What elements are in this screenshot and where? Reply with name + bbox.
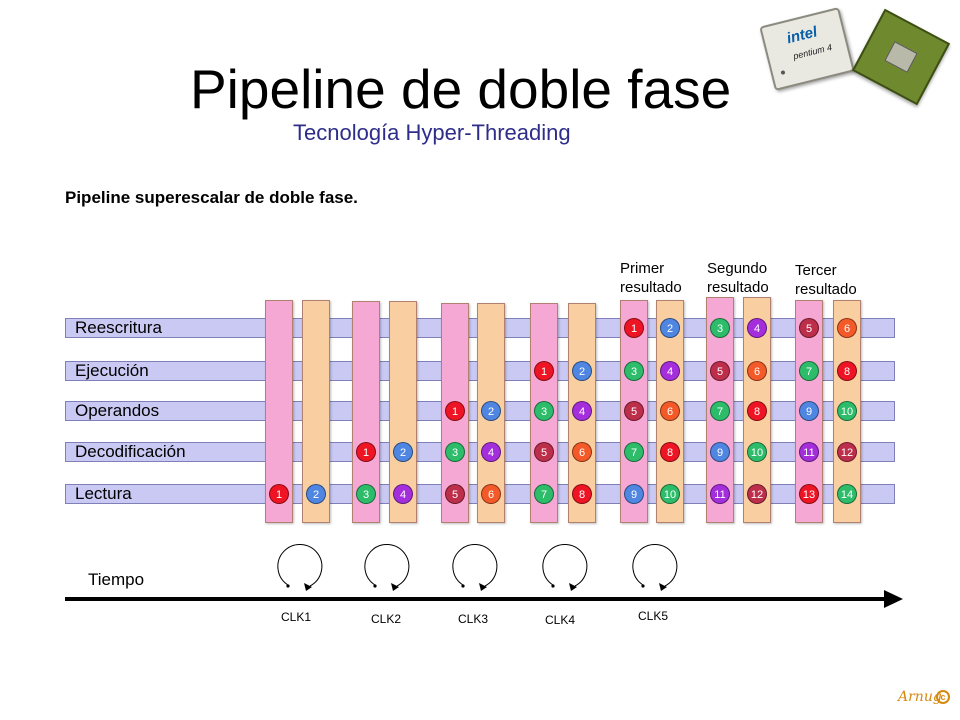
instruction-marker: 4: [747, 318, 767, 338]
instruction-marker: 6: [481, 484, 501, 504]
instruction-marker: 3: [710, 318, 730, 338]
instruction-marker: 8: [660, 442, 680, 462]
instruction-marker: 5: [710, 361, 730, 381]
clock-cycle-arrowhead: [659, 583, 667, 591]
instruction-marker: 2: [481, 401, 501, 421]
time-axis-arrowhead: [884, 590, 903, 608]
instruction-marker: 3: [445, 442, 465, 462]
instruction-marker: 10: [837, 401, 857, 421]
stage-label-operandos: Operandos: [75, 401, 160, 420]
clock-cycle-start-dot: [373, 584, 377, 588]
instruction-marker: 1: [445, 401, 465, 421]
clock-label-2: CLK2: [371, 612, 402, 626]
copyright-icon: c: [936, 690, 950, 704]
instruction-marker: 4: [660, 361, 680, 381]
clock-cycle-arc: [632, 543, 678, 587]
clock-label-3: CLK3: [458, 612, 489, 626]
instruction-marker: 9: [710, 442, 730, 462]
stage-label-lectura: Lectura: [75, 484, 132, 503]
instruction-marker: 8: [747, 401, 767, 421]
clock-cycle-arrowhead: [479, 583, 487, 591]
instruction-marker: 4: [393, 484, 413, 504]
clock-cycle-arc: [364, 543, 410, 587]
instruction-marker: 7: [799, 361, 819, 381]
instruction-marker: 9: [799, 401, 819, 421]
instruction-marker: 4: [481, 442, 501, 462]
clock-cycle-arc: [542, 543, 588, 587]
author-signature: Arnug: [898, 689, 942, 705]
instruction-marker: 9: [624, 484, 644, 504]
clock-cycle-arrowhead: [391, 583, 399, 591]
clock-cycle-start-dot: [641, 584, 645, 588]
instruction-marker: 1: [269, 484, 289, 504]
instruction-marker: 8: [837, 361, 857, 381]
instruction-marker: 5: [534, 442, 554, 462]
instruction-marker: 1: [624, 318, 644, 338]
instruction-marker: 7: [534, 484, 554, 504]
instruction-marker: 2: [393, 442, 413, 462]
instruction-marker: 5: [624, 401, 644, 421]
instruction-marker: 5: [799, 318, 819, 338]
clock-cycle-arrowhead: [304, 583, 312, 591]
clock-cycle-start-dot: [461, 584, 465, 588]
instruction-marker: 12: [837, 442, 857, 462]
stage-label-decodificacion: Decodificación: [75, 442, 186, 461]
instruction-marker: 10: [747, 442, 767, 462]
instruction-marker: 6: [837, 318, 857, 338]
clock-cycle-start-dot: [551, 584, 555, 588]
instruction-marker: 2: [306, 484, 326, 504]
instruction-marker: 1: [356, 442, 376, 462]
instruction-marker: 3: [534, 401, 554, 421]
instruction-marker: 6: [572, 442, 592, 462]
page-title: Pipeline de doble fase: [190, 58, 732, 120]
clock-label-1: CLK1: [281, 610, 312, 624]
instruction-marker: 11: [710, 484, 730, 504]
time-label: Tiempo: [88, 570, 145, 589]
instruction-marker: 8: [572, 484, 592, 504]
instruction-marker: 6: [747, 361, 767, 381]
instruction-marker: 2: [660, 318, 680, 338]
instruction-marker: 10: [660, 484, 680, 504]
instruction-marker: 6: [660, 401, 680, 421]
instruction-marker: 2: [572, 361, 592, 381]
page-subtitle: Tecnología Hyper-Threading: [293, 120, 571, 145]
instruction-marker: 3: [356, 484, 376, 504]
signature-text: Arnug: [898, 689, 942, 705]
stage-label-reescritura: Reescritura: [75, 318, 162, 337]
clock-cycle-arrowhead: [569, 583, 577, 591]
instruction-marker: 1: [534, 361, 554, 381]
instruction-marker: 11: [799, 442, 819, 462]
instruction-marker: 12: [747, 484, 767, 504]
clock-cycle-arc: [452, 543, 498, 587]
instruction-marker: 3: [624, 361, 644, 381]
instruction-marker: 7: [710, 401, 730, 421]
instruction-marker: 14: [837, 484, 857, 504]
section-title: Pipeline superescalar de doble fase.: [65, 188, 358, 207]
instruction-marker: 4: [572, 401, 592, 421]
clock-label-5: CLK5: [638, 609, 669, 623]
clock-label-4: CLK4: [545, 613, 576, 627]
stage-label-ejecucion: Ejecución: [75, 361, 149, 380]
instruction-marker: 5: [445, 484, 465, 504]
clock-cycle-arc: [277, 543, 323, 587]
instruction-marker: 13: [799, 484, 819, 504]
clock-cycle-start-dot: [286, 584, 290, 588]
clock-cycle-symbols: [277, 543, 678, 591]
instruction-marker: 7: [624, 442, 644, 462]
